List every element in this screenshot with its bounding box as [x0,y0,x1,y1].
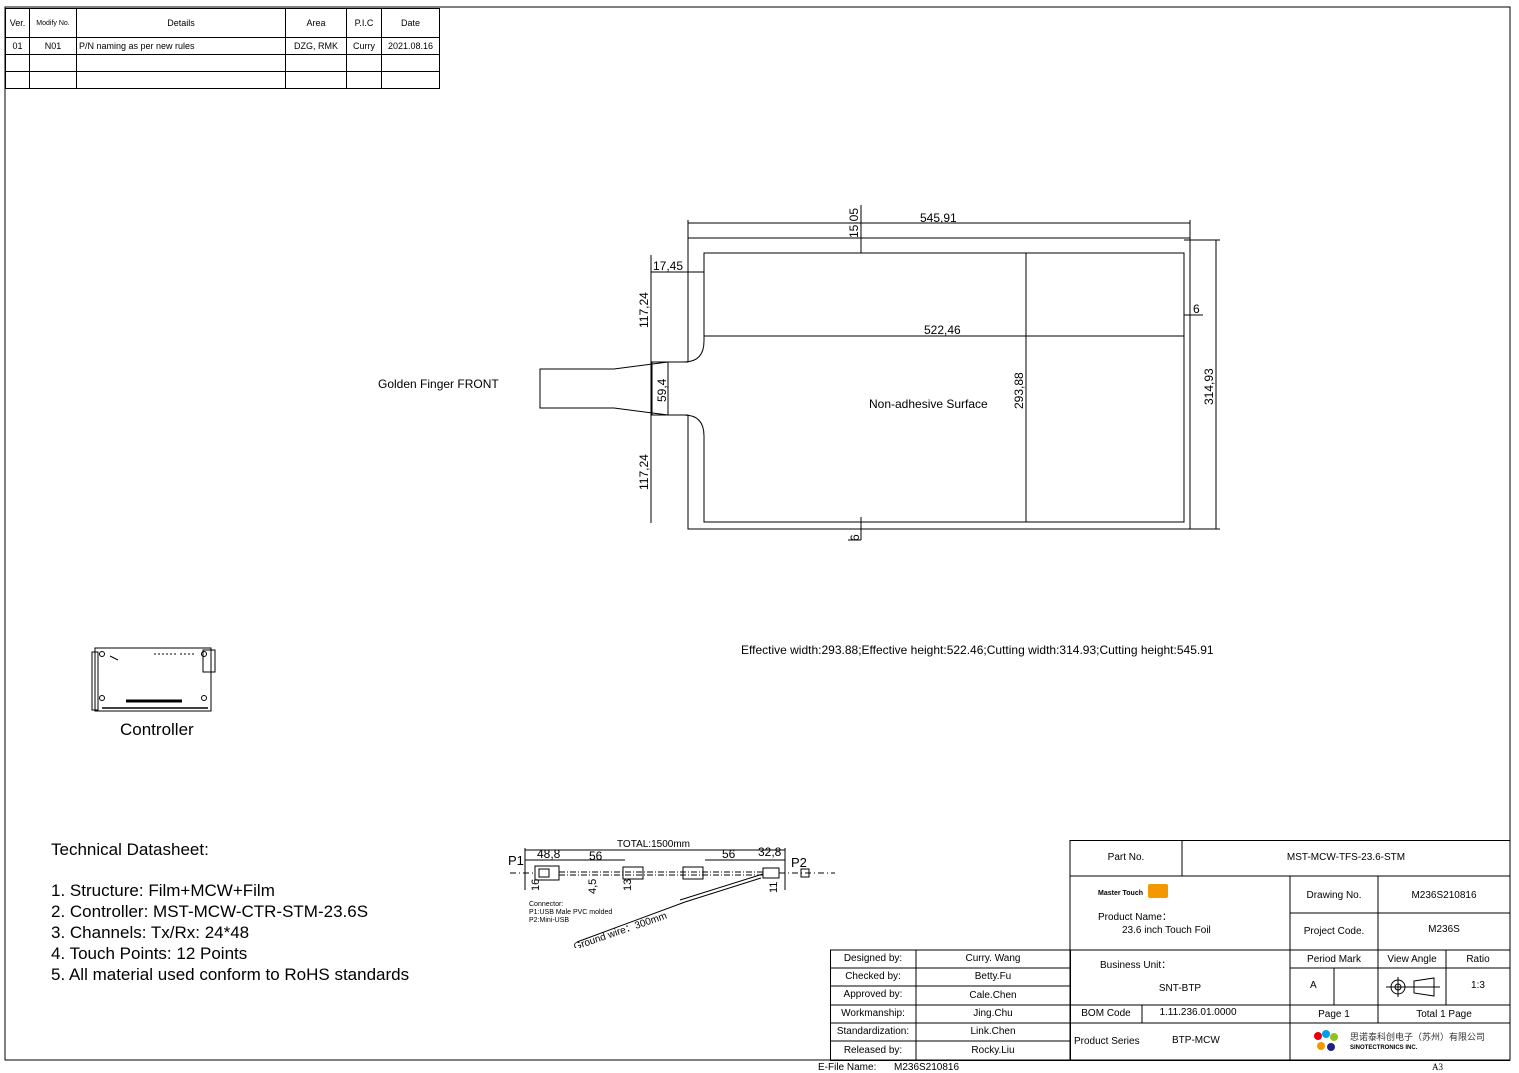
rev-header-date: Date [381,8,440,38]
connector-p1: P1:USB Male PVC molded [529,909,612,916]
surface-label: Non-adhesive Surface [869,397,988,411]
signature-role: Standardization: [836,1026,910,1037]
part-no-value: MST-MCW-TFS-23.6-STM [1286,852,1406,863]
title-block: Part No. MST-MCW-TFS-23.6-STM Master Tou… [830,840,1510,1061]
view-angle-label: View Angle [1387,954,1437,965]
ratio-value: 1:3 [1471,980,1485,991]
brand-logo-text: Master Touch [1098,890,1143,897]
drawing-no-value: M236S210816 [1411,890,1477,901]
projection-symbol [1386,977,1440,997]
note-item: 5. All material used conform to RoHS sta… [51,965,410,984]
revision-row-empty [5,71,440,89]
dim-eff-width: 293,88 [1012,372,1026,409]
dim-cut-width: 314,93 [1202,368,1216,405]
product-series-label: Product Series [1074,1036,1140,1047]
dim-cut-height: 545,91 [920,211,957,225]
cable-p1: P1 [508,853,524,868]
dim-eff-height: 522,46 [924,323,961,337]
product-name-label: Product Name： [1098,912,1172,923]
signature-role: Workmanship: [841,1008,905,1019]
dim-margin-bottom: 6 [848,534,862,541]
project-code-label: Project Code. [1303,926,1365,937]
dim-top-offset: 15,05 [847,208,861,238]
signature-name: Link.Chen [970,1026,1016,1037]
cable-d3: 56 [722,847,736,861]
signature-role: Designed by: [843,953,903,964]
efile-label: E-File Name: [818,1062,877,1073]
signature-role: Approved by: [843,989,903,1000]
signature-name: Jing.Chu [973,1008,1013,1019]
dim-lower-flank: 117,24 [637,454,651,490]
sheet-size: A3 [1432,1062,1443,1072]
effective-area [651,252,1185,523]
cable-h1: 16 [530,879,542,891]
page-value: Page 1 [1318,1009,1350,1020]
company-logo-icon [1314,1030,1338,1051]
cable-p2: P2 [791,855,807,870]
dim-finger-width: 59,4 [655,378,669,402]
connector-p2: P2:Mini-USB [529,917,569,924]
note-item: 4. Touch Points: 12 Points [51,944,248,963]
drawing-no-label: Drawing No. [1306,890,1362,901]
brand-logo-icon [1148,884,1168,898]
dim-tail-step: 17,45 [653,259,683,273]
cable-h4: 11 [768,882,780,893]
business-unit-value: SNT-BTP [1158,983,1202,994]
dimension-summary: Effective width:293.88;Effective height:… [741,643,1214,657]
controller-label: Controller [120,720,194,739]
period-mark-label: Period Mark [1307,954,1361,965]
note-item: 3. Channels: Tx/Rx: 24*48 [51,923,250,942]
company-name-en: SINOTECTRONICS INC. [1350,1045,1418,1051]
rev-header-pic: P.I.C [346,8,382,38]
signature-role: Checked by: [845,971,901,982]
bom-code-label: BOM Code [1081,1008,1131,1019]
product-name-value: 23.6 inch Touch Foil [1122,925,1211,936]
signature-role: Released by: [843,1045,903,1056]
signature-name: Curry. Wang [965,953,1021,964]
project-code-value: M236S [1428,924,1460,935]
ratio-label: Ratio [1466,954,1490,965]
cable-d4: 32,8 [758,845,782,859]
note-item: 1. Structure: Film+MCW+Film [51,881,275,900]
dim-margin-right: 6 [1193,302,1200,316]
cable-d2: 56 [589,849,603,863]
signature-name: Cale.Chen [969,990,1017,1001]
signature-name: Rocky.Liu [971,1045,1015,1056]
company-name-cn: 思诺泰科创电子（苏州）有限公司 [1350,1033,1486,1043]
part-no-label: Part No. [1107,852,1145,863]
efile-value: M236S210816 [894,1062,960,1073]
period-mark-value: A [1310,980,1317,991]
controller-board-image [91,647,216,712]
notes-title: Technical Datasheet: [51,840,209,859]
product-series-value: BTP-MCW [1172,1035,1220,1046]
note-item: 2. Controller: MST-MCW-CTR-STM-23.6S [51,902,369,921]
revision-header-row: Ver. Modify No. Details Area P.I.C Date [5,8,440,38]
cable-drawing: TOTAL:1500mm P1 P2 48,8 56 56 32,8 16 4,… [508,839,835,948]
bom-code-value: 1.11.236.01.0000 [1159,1007,1237,1018]
total-page-value: Total 1 Page [1416,1009,1472,1020]
dim-upper-flank: 117,24 [637,292,651,328]
ground-wire: Ground wire：300mm [572,911,668,948]
cable-h3: 13 [622,879,634,891]
signature-name: Betty.Fu [974,971,1012,982]
rev-header-modify: Modify No. [29,8,77,38]
cable-d1: 48,8 [537,847,561,861]
cable-h2: 4,5 [587,879,599,894]
connector-title: Connector: [529,901,563,908]
cable-total: TOTAL:1500mm [617,839,690,850]
business-unit-label: Business Unit： [1100,960,1172,971]
revision-table: Ver. Modify No. Details Area P.I.C Date … [5,8,440,89]
technical-datasheet: Technical Datasheet: 1. Structure: Film+… [51,839,409,985]
golden-finger-label: Golden Finger FRONT [378,377,499,391]
